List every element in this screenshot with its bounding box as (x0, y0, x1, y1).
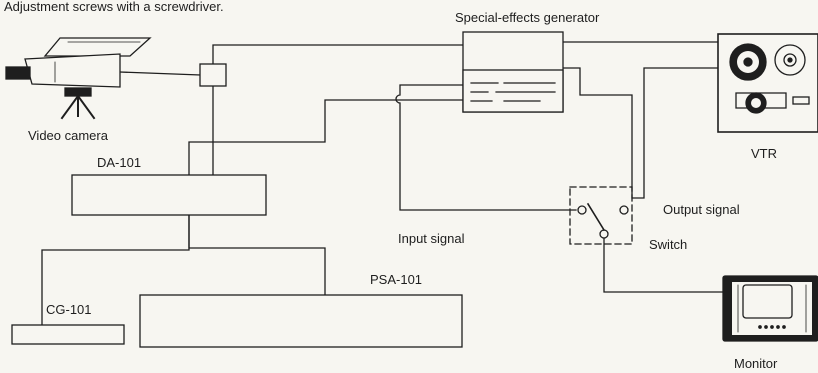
special-effects-generator-box (462, 31, 564, 113)
psa101-box (139, 294, 463, 348)
label-cg101: CG-101 (46, 302, 92, 317)
cg101-box (11, 324, 125, 345)
label-vtr: VTR (751, 146, 777, 161)
wire-vtr-switch (632, 67, 719, 199)
wire-input-signal (395, 84, 577, 211)
label-da101: DA-101 (97, 155, 142, 170)
caption-text: Adjustment screws with a screwdriver. (4, 0, 224, 14)
label-video-camera: Video camera (28, 128, 108, 143)
label-special-effects-generator: Special-effects generator (455, 10, 600, 25)
monitor-icon (722, 275, 818, 342)
label-switch: Switch (649, 237, 688, 252)
switch-icon (569, 186, 633, 245)
wire-switch-monitor (603, 237, 724, 293)
vtr-reel-icon (717, 33, 818, 133)
wire-da101-psa101 (188, 214, 326, 296)
wire-seg-da101 (188, 99, 464, 176)
wire-seg-switch (562, 67, 633, 199)
video-camera-icon (5, 37, 152, 88)
label-input-signal: Input signal (398, 231, 465, 246)
junction-box (199, 63, 227, 87)
label-monitor: Monitor (734, 356, 778, 371)
label-psa101: PSA-101 (370, 272, 423, 287)
wire-junction-seg (212, 44, 464, 65)
da101-box (71, 174, 267, 216)
label-output-signal: Output signal (663, 202, 740, 217)
connection-lines (41, 41, 724, 326)
wire-camera-junction (119, 71, 201, 76)
tripod-icon (60, 87, 96, 120)
